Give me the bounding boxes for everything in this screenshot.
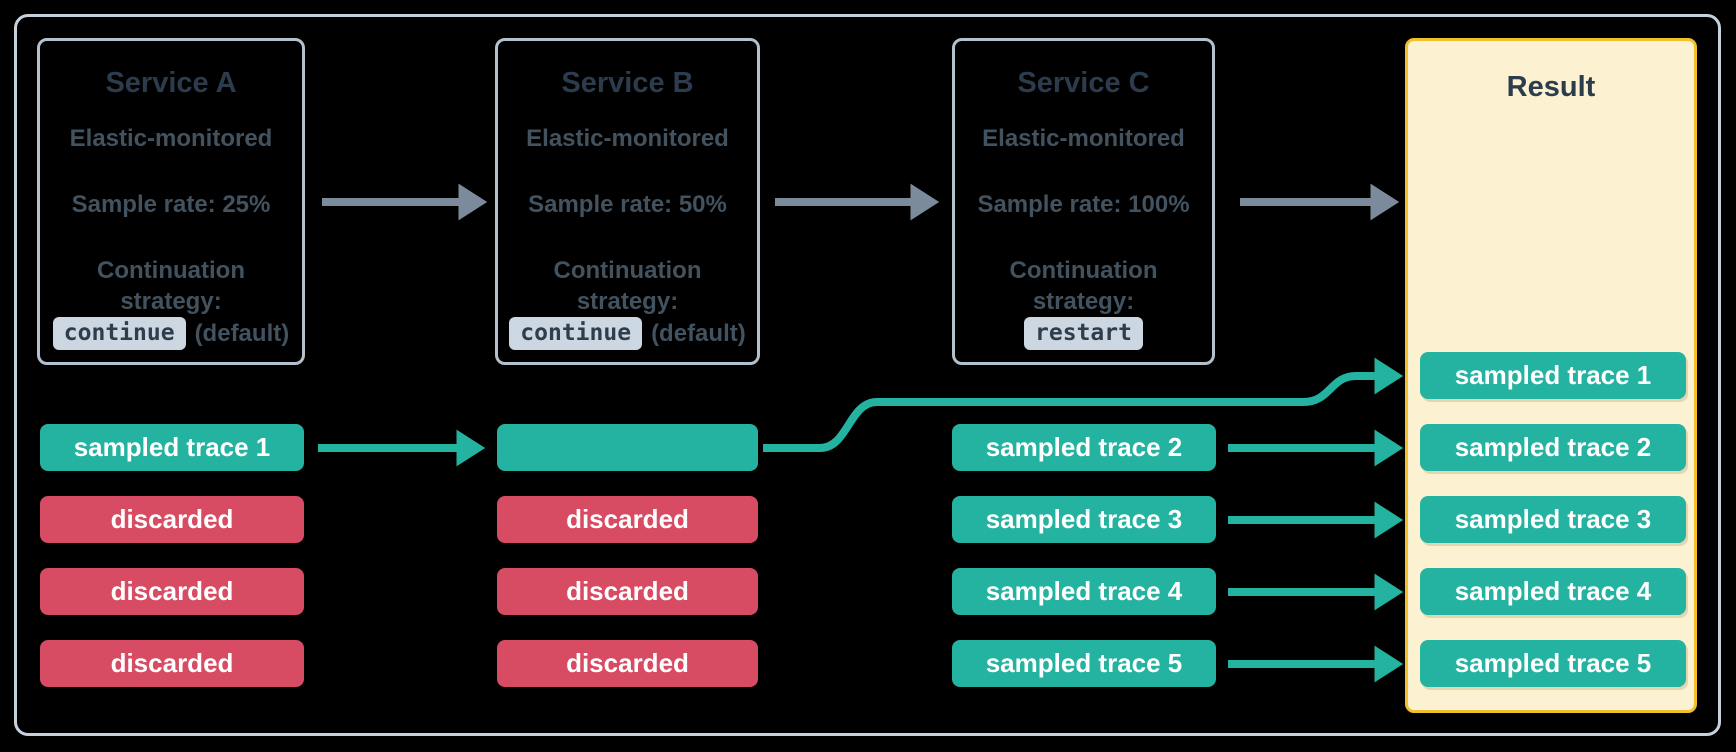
trace-pill: sampled trace 5 — [952, 640, 1216, 687]
service-c-sample-rate: Sample rate: 100% — [977, 191, 1190, 218]
service-b-monitoring-label: Elastic-monitored — [526, 125, 729, 152]
service-c-box: Service C Elastic-monitored Sample rate:… — [952, 38, 1215, 365]
service-b-sample-rate: Sample rate: 50% — [528, 191, 727, 218]
trace-pill: discarded — [497, 640, 758, 687]
service-b-strategy-row: continue (default) — [498, 317, 757, 350]
result-trace-pill: sampled trace 3 — [1420, 496, 1686, 543]
service-c-strategy-code: restart — [1024, 317, 1143, 350]
service-a-title: Service A — [105, 67, 237, 99]
result-trace-pill: sampled trace 4 — [1420, 568, 1686, 615]
trace-pill: discarded — [40, 496, 304, 543]
trace-pill: discarded — [40, 568, 304, 615]
trace-pill: discarded — [40, 640, 304, 687]
trace-pill: discarded — [497, 568, 758, 615]
trace-pill: discarded — [497, 496, 758, 543]
result-trace-pill: sampled trace 5 — [1420, 640, 1686, 687]
trace-pill-unlabeled — [497, 424, 758, 471]
result-trace-pill: sampled trace 2 — [1420, 424, 1686, 471]
service-c-title: Service C — [1017, 67, 1150, 99]
service-c-strategy-row: restart — [955, 317, 1212, 350]
result-trace-pill: sampled trace 1 — [1420, 352, 1686, 399]
service-b-strategy-code: continue — [509, 317, 643, 350]
service-a-strategy-code: continue — [52, 317, 186, 350]
service-c-monitoring-label: Elastic-monitored — [982, 125, 1185, 152]
service-c-continuation-label: Continuation strategy: — [1009, 257, 1158, 315]
service-a-strategy-row: continue (default) — [40, 317, 302, 350]
trace-pill: sampled trace 4 — [952, 568, 1216, 615]
service-b-box: Service B Elastic-monitored Sample rate:… — [495, 38, 760, 365]
service-a-box: Service A Elastic-monitored Sample rate:… — [37, 38, 305, 365]
trace-pill: sampled trace 3 — [952, 496, 1216, 543]
service-a-strategy-suffix: (default) — [194, 319, 290, 347]
service-b-title: Service B — [561, 67, 694, 99]
diagram-outer-frame — [14, 14, 1721, 736]
result-title: Result — [1506, 71, 1596, 103]
service-b-strategy-suffix: (default) — [651, 319, 746, 347]
service-a-monitoring-label: Elastic-monitored — [69, 125, 273, 152]
service-a-sample-rate: Sample rate: 25% — [71, 191, 271, 218]
trace-pill: sampled trace 1 — [40, 424, 304, 471]
trace-pill: sampled trace 2 — [952, 424, 1216, 471]
service-b-continuation-label: Continuation strategy: — [553, 257, 702, 315]
service-a-continuation-label: Continuation strategy: — [97, 257, 245, 315]
